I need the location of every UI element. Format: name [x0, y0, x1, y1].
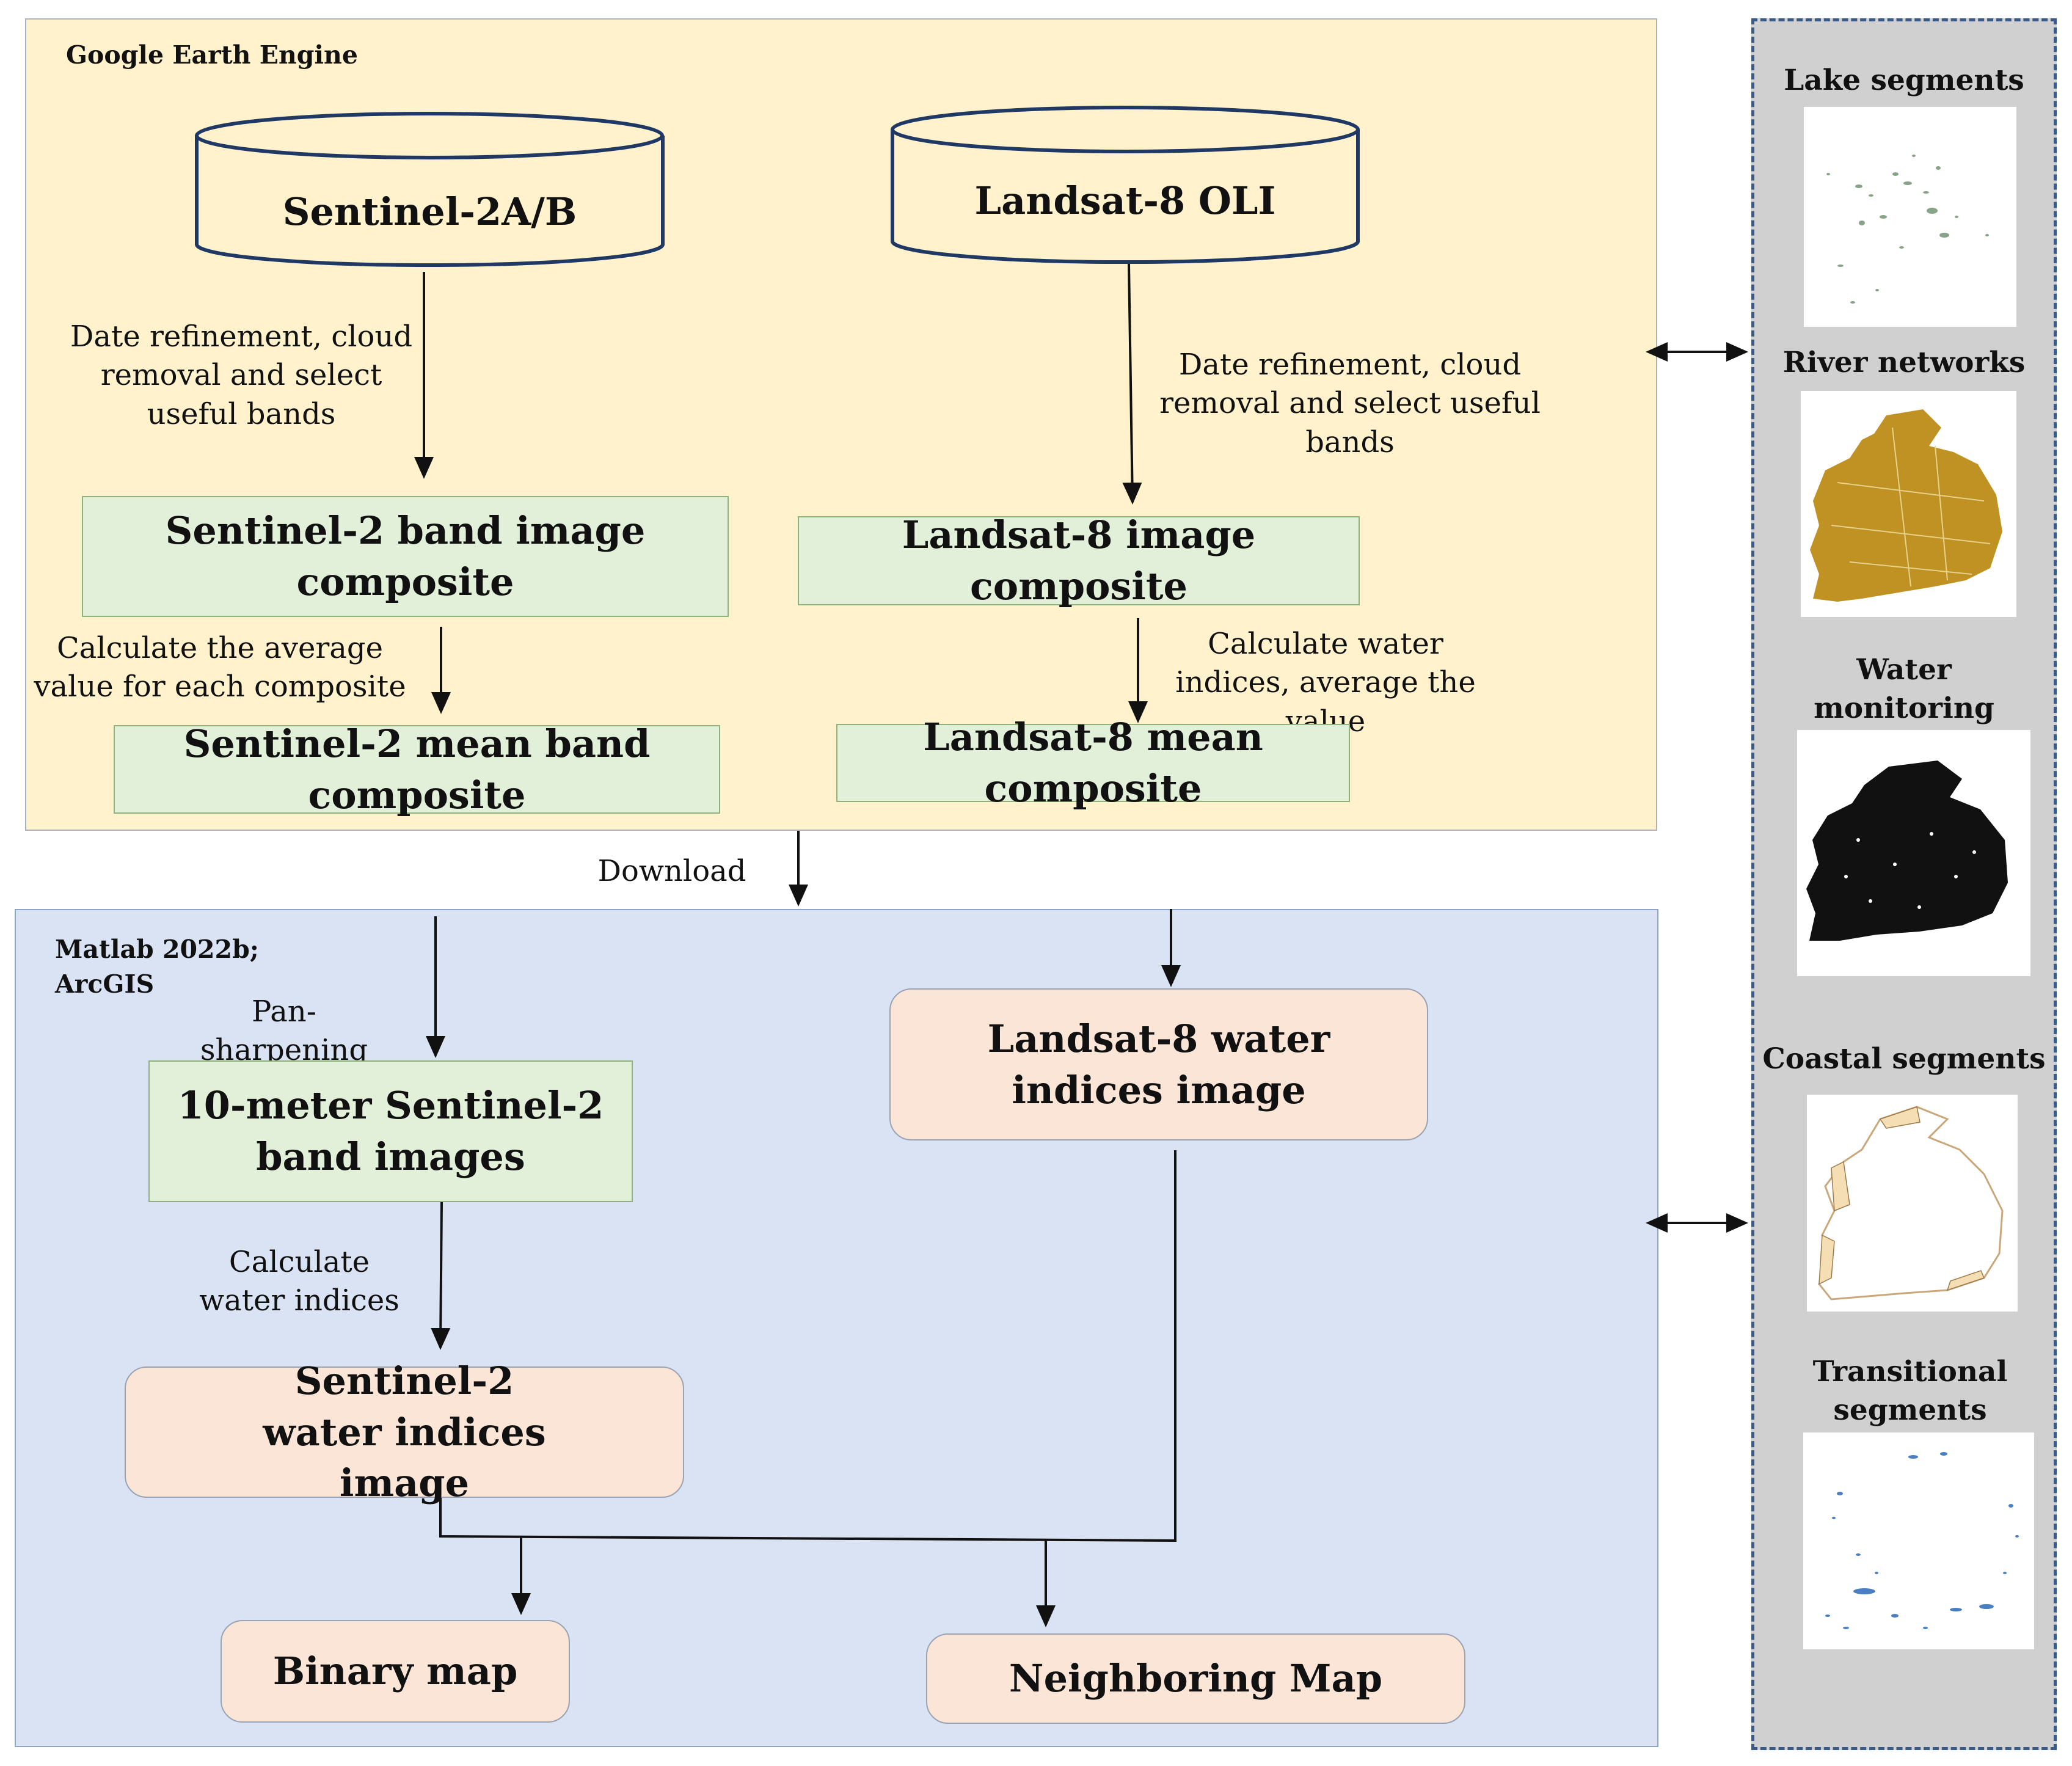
transitional-segments-map [1803, 1432, 2034, 1649]
river-networks-map [1801, 391, 2016, 617]
coastal-segments-map [1807, 1095, 2018, 1312]
landsat-db-label: Landsat-8 OLI [974, 178, 1276, 223]
l8-indices-note: Calculate water indices, average the val… [1175, 627, 1476, 739]
s2-water-box: Sentinel-2 water indices image [125, 1359, 684, 1505]
s2-mean-box: Sentinel-2 mean band composite [114, 721, 720, 817]
s2-composite-box: Sentinel-2 band image composite [82, 496, 729, 617]
l8-mean-box: Landsat-8 mean composite [836, 715, 1350, 811]
arrow-calc-water [431, 1202, 451, 1350]
water-monitoring-stations-map [1797, 730, 2030, 976]
pan-sharpening-note: Pan-sharpening [200, 994, 368, 1068]
landsat-db-cylinder [891, 106, 1360, 264]
l8-refine-note: Date refinement, cloud removal and selec… [1159, 348, 1541, 459]
lake-segments-title: Lake segments [1784, 64, 2024, 97]
download-note: Download [597, 854, 746, 888]
l8-water-box: Landsat-8 water indices image [889, 988, 1428, 1140]
matlab-label-line1: Matlab 2022b; [55, 935, 259, 964]
binary-map-box: Binary map [221, 1620, 570, 1723]
s2-10m-box: 10-meter Sentinel-2 band images [148, 1060, 633, 1202]
calc-water-note: Calculate water indices [199, 1245, 399, 1318]
arrow-l8-refine [1122, 263, 1142, 505]
transitional-segments-title: Transitional segments [1812, 1355, 2008, 1428]
matlab-label: Matlab 2022b; ArcGIS [55, 932, 259, 1002]
neighboring-map-box: Neighboring Map [926, 1633, 1465, 1724]
s2-average-note: Calculate the average value for each com… [34, 631, 406, 704]
coastal-segments-title: Coastal segments [1762, 1042, 2046, 1076]
merge-line [439, 1150, 1176, 1542]
matlab-label-line2: ArcGIS [55, 969, 155, 999]
s2-refine-note: Date refinement, cloud removal and selec… [70, 319, 413, 431]
sentinel-db-label: Sentinel-2A/B [282, 189, 577, 234]
lake-segments-map [1804, 107, 2016, 327]
l8-composite-box: Landsat-8 image composite [798, 513, 1360, 608]
gee-label: Google Earth Engine [66, 40, 358, 70]
river-networks-title: River networks [1782, 346, 2026, 379]
sentinel-db-cylinder [195, 112, 665, 268]
